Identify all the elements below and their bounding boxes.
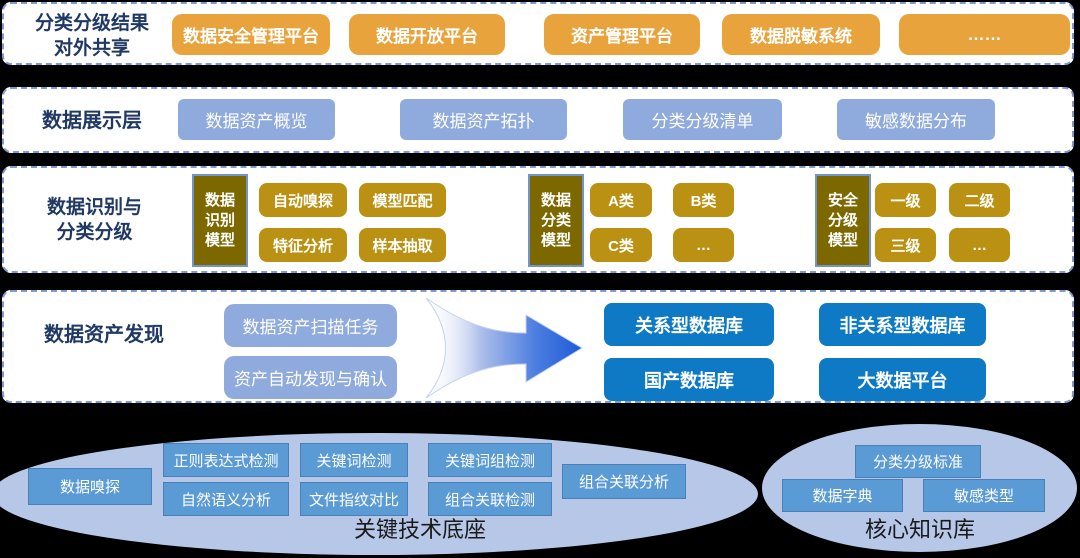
model-security-grading: 安全 分级 模型 — [815, 174, 871, 267]
kb-class-grade-standard: 分类分级标准 — [855, 445, 981, 478]
tech-file-fingerprint: 文件指纹对比 — [300, 482, 408, 516]
item-auto-sniff: 自动嗅探 — [259, 183, 347, 217]
tech-keyword-detect: 关键词检测 — [300, 443, 408, 477]
task-auto-discover-confirm: 资产自动发现与确认 — [224, 356, 397, 399]
layer-share-label: 分类分级结果 对外共享 — [34, 13, 149, 59]
platform-data-masking: 数据脱敏系统 — [722, 14, 880, 55]
item-class-b: B类 — [673, 183, 734, 217]
knowledge-caption: 核心知识库 — [864, 517, 975, 542]
platform-more: …… — [899, 14, 1070, 55]
target-domestic-db: 国产数据库 — [604, 358, 774, 401]
target-bigdata-platform: 大数据平台 — [819, 358, 986, 401]
tech-data-sniff: 数据嗅探 — [28, 468, 152, 505]
task-asset-scan: 数据资产扫描任务 — [224, 304, 397, 347]
layer-discovery-panel: 数据资产发现 数据资产扫描任务 资产自动发现与确认 关系型数据库 非关系型数据库… — [2, 290, 1074, 403]
item-sample-extract: 样本抽取 — [359, 228, 446, 262]
item-grade-2: 二级 — [949, 183, 1010, 217]
kb-data-dictionary: 数据字典 — [782, 479, 903, 512]
layer-discovery-label: 数据资产发现 — [44, 323, 164, 346]
tech-keyword-group-detect: 关键词组检测 — [428, 443, 552, 477]
model-data-recognition: 数据 识别 模型 — [192, 174, 248, 267]
layer-identify-panel: 数据识别与 分类分级 数据 识别 模型 自动嗅探 模型匹配 特征分析 样本抽取 … — [2, 166, 1074, 273]
foundation-caption: 关键技术底座 — [353, 517, 486, 542]
panel-asset-topology: 数据资产拓扑 — [400, 99, 567, 140]
platform-asset-mgmt: 资产管理平台 — [544, 14, 700, 55]
tech-nlp-analysis: 自然语义分析 — [163, 482, 289, 516]
panel-sensitive-distribution: 敏感数据分布 — [837, 99, 995, 140]
layer-display-label: 数据展示层 — [42, 109, 142, 132]
item-grade-3: 三级 — [875, 228, 936, 262]
platform-data-security-mgmt: 数据安全管理平台 — [172, 14, 330, 55]
layer-display-panel: 数据展示层 数据资产概览 数据资产拓扑 分类分级清单 敏感数据分布 — [2, 87, 1074, 153]
panel-asset-overview: 数据资产概览 — [178, 99, 335, 140]
flow-arrow-icon — [424, 296, 586, 400]
tech-combo-detect: 组合关联检测 — [428, 482, 552, 516]
item-class-a: A类 — [590, 183, 652, 217]
layer-share-panel: 分类分级结果 对外共享 数据安全管理平台 数据开放平台 资产管理平台 数据脱敏系… — [2, 2, 1074, 65]
layer-identify-label: 数据识别与 分类分级 — [46, 197, 142, 243]
item-class-more: … — [673, 228, 734, 262]
item-feature-analysis: 特征分析 — [259, 228, 347, 262]
kb-sensitive-type: 敏感类型 — [923, 479, 1045, 512]
item-grade-1: 一级 — [875, 183, 936, 217]
model-data-classification: 数据 分类 模型 — [528, 174, 584, 267]
tech-combo-analysis: 组合关联分析 — [562, 464, 686, 499]
panel-class-grade-list: 分类分级清单 — [623, 99, 782, 140]
item-model-match: 模型匹配 — [359, 183, 446, 217]
platform-data-open: 数据开放平台 — [349, 14, 505, 55]
item-grade-more: … — [949, 228, 1010, 262]
tech-regex-detect: 正则表达式检测 — [163, 443, 289, 477]
target-non-relational-db: 非关系型数据库 — [819, 303, 986, 346]
target-relational-db: 关系型数据库 — [604, 303, 774, 346]
item-class-c: C类 — [590, 228, 652, 262]
